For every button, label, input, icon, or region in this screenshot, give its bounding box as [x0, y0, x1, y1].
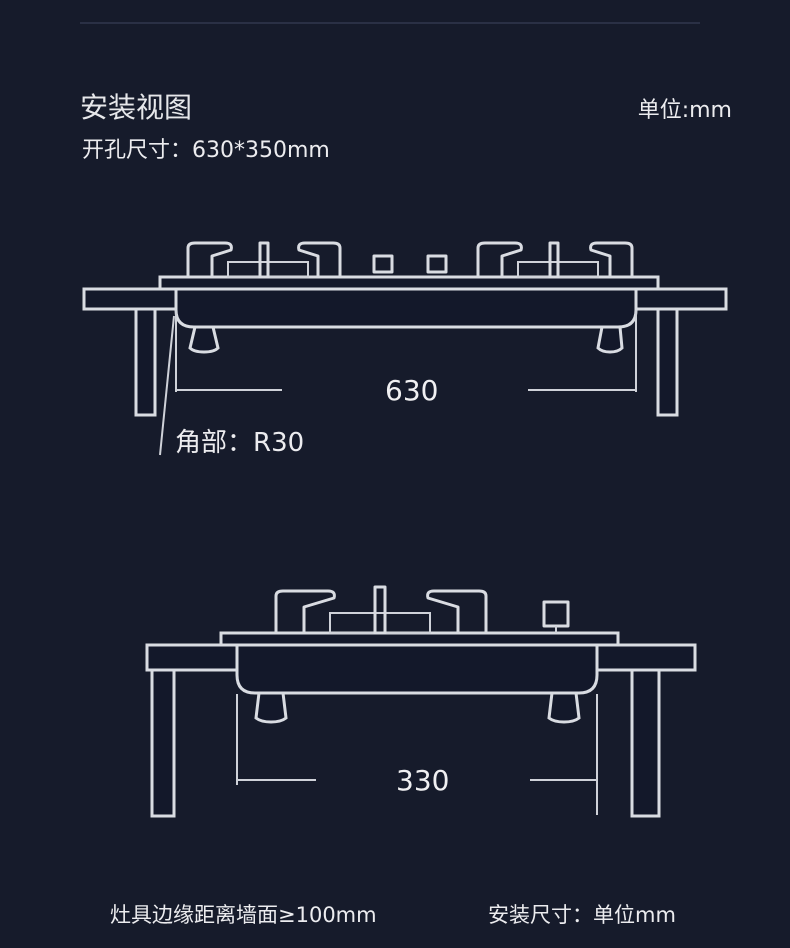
side-burner-right	[426, 589, 488, 633]
hob-foot-right	[596, 325, 624, 354]
burner-left-outer-left	[186, 241, 233, 277]
page-title: 安装视图	[80, 91, 193, 124]
corner-radius-label: 角部：R30	[175, 428, 305, 458]
burner-right-outer-right	[589, 241, 634, 277]
side-hob-top-plate	[219, 631, 620, 647]
width-dimension-label: 630	[385, 374, 439, 407]
burner-left-center	[258, 241, 270, 279]
burner-right-outer-left	[476, 241, 523, 277]
hob-top-plate	[158, 275, 660, 291]
side-knob	[542, 600, 570, 628]
top-divider	[80, 22, 700, 24]
cabinet-leg-left	[134, 307, 157, 417]
side-cabinet-leg-left	[150, 668, 176, 818]
wall-clearance-note: 灶具边缘距离墙面≥100mm	[110, 903, 377, 927]
side-view-drawing	[145, 585, 697, 818]
side-burner-cap	[329, 612, 431, 634]
side-cabinet-leg-right	[630, 668, 661, 818]
burner-left-outer-right	[297, 241, 342, 277]
corner-leader-line	[159, 315, 175, 456]
side-hob-basin	[235, 643, 599, 695]
hob-basin	[174, 287, 638, 329]
front-view-drawing	[82, 241, 728, 456]
side-burner-center	[373, 585, 387, 635]
side-hob-foot-right	[547, 691, 581, 724]
side-burner-left	[274, 589, 336, 633]
side-hob-foot-left	[254, 691, 288, 724]
cabinet-leg-right	[656, 307, 679, 417]
burner-right-center	[548, 241, 560, 279]
knob-left	[372, 254, 394, 274]
unit-label: 单位:mm	[637, 98, 732, 123]
depth-dimension-label: 330	[396, 764, 450, 797]
install-unit-note: 安装尺寸：单位mm	[488, 903, 676, 927]
cutout-size-label: 开孔尺寸：630*350mm	[82, 138, 330, 163]
hob-foot-left	[188, 325, 220, 354]
knob-right	[426, 254, 448, 274]
